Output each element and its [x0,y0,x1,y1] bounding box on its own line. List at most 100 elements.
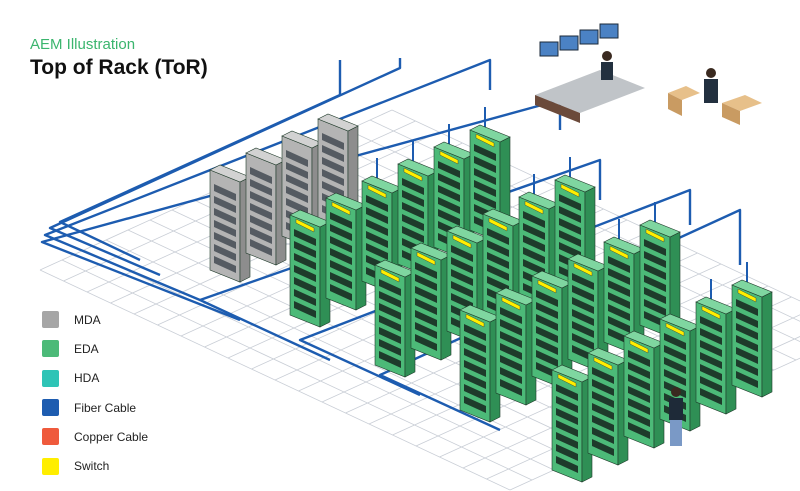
server-unit [556,420,578,437]
server-unit [608,316,630,333]
server-unit [736,299,758,316]
legend-item-fiber-cable: Fiber Cable [42,393,148,422]
server-unit [464,324,486,341]
server-unit [572,273,594,290]
server-unit [700,340,722,357]
legend-item-switch: Switch [42,451,148,480]
switch-unit [403,167,423,182]
switch-unit [593,356,613,371]
server-unit [330,224,352,241]
server-unit [592,367,614,384]
server-unit [608,292,630,309]
server-unit [294,277,316,294]
server-unit [536,290,558,307]
server-unit [700,352,722,369]
server-rack-icon [209,164,251,283]
server-unit [536,314,558,331]
switch-unit [645,228,665,243]
switch-unit [665,322,685,337]
server-unit [464,348,486,365]
legend-swatch-hda [42,369,59,387]
server-unit [250,203,272,220]
switch-unit [331,201,351,216]
server-unit [286,186,308,203]
server-unit [464,360,486,377]
server-unit [474,144,496,161]
server-unit [250,227,272,244]
server-rack-icon [289,209,331,328]
server-rack-icon [531,270,573,389]
person-icon [704,79,718,103]
server-unit [592,439,614,456]
server-unit [608,280,630,297]
switch-unit [501,296,521,311]
monitor-icon [599,23,619,39]
person-icon [671,387,681,397]
switch-unit [488,217,508,232]
server-unit [322,169,344,186]
server-unit [214,196,236,213]
server-rack-icon [695,296,737,415]
cardboard-box-icon [722,95,762,111]
switch-unit [295,218,315,233]
switch-unit [629,339,649,354]
server-unit [736,347,758,364]
server-unit [250,191,272,208]
server-unit [572,321,594,338]
server-unit [644,251,666,268]
server-unit [700,328,722,345]
server-unit [415,286,437,303]
switch-unit [416,251,436,266]
server-unit [644,299,666,316]
switch-unit [465,313,485,328]
rack-top [317,113,359,132]
server-unit [572,285,594,302]
server-unit [294,265,316,282]
server-unit [644,239,666,256]
server-unit [628,362,650,379]
switch-unit [452,234,472,249]
server-unit [330,236,352,253]
server-unit [487,264,509,281]
server-unit [415,322,437,339]
server-unit [330,248,352,265]
cardboard-box-icon [668,93,682,116]
server-unit [250,215,272,232]
server-unit [500,379,522,396]
legend-label-eda: EDA [74,341,99,356]
server-unit [322,133,344,150]
server-unit [366,231,388,248]
server-unit [451,281,473,298]
server-unit [214,244,236,261]
server-unit [572,297,594,314]
server-unit [500,331,522,348]
server-unit [451,293,473,310]
server-unit [500,355,522,372]
server-unit [556,384,578,401]
server-unit [644,263,666,280]
switch-unit [537,279,557,294]
server-unit [700,364,722,381]
server-unit [379,339,401,356]
server-unit [402,202,424,219]
rack-top [469,124,511,143]
switch-unit [367,184,387,199]
server-unit [664,369,686,386]
server-unit [415,274,437,291]
server-unit [402,190,424,207]
legend-item-eda: EDA [42,334,148,363]
server-unit [379,351,401,368]
server-unit [628,386,650,403]
fiber-cable [48,58,402,277]
server-unit [523,235,545,252]
server-unit [736,311,758,328]
server-unit [214,232,236,249]
workstation-desk-icon [535,23,645,123]
rack-top [639,219,681,238]
server-unit [644,287,666,304]
server-unit [366,195,388,212]
server-unit [214,208,236,225]
switch-unit [609,245,629,260]
server-unit [700,388,722,405]
